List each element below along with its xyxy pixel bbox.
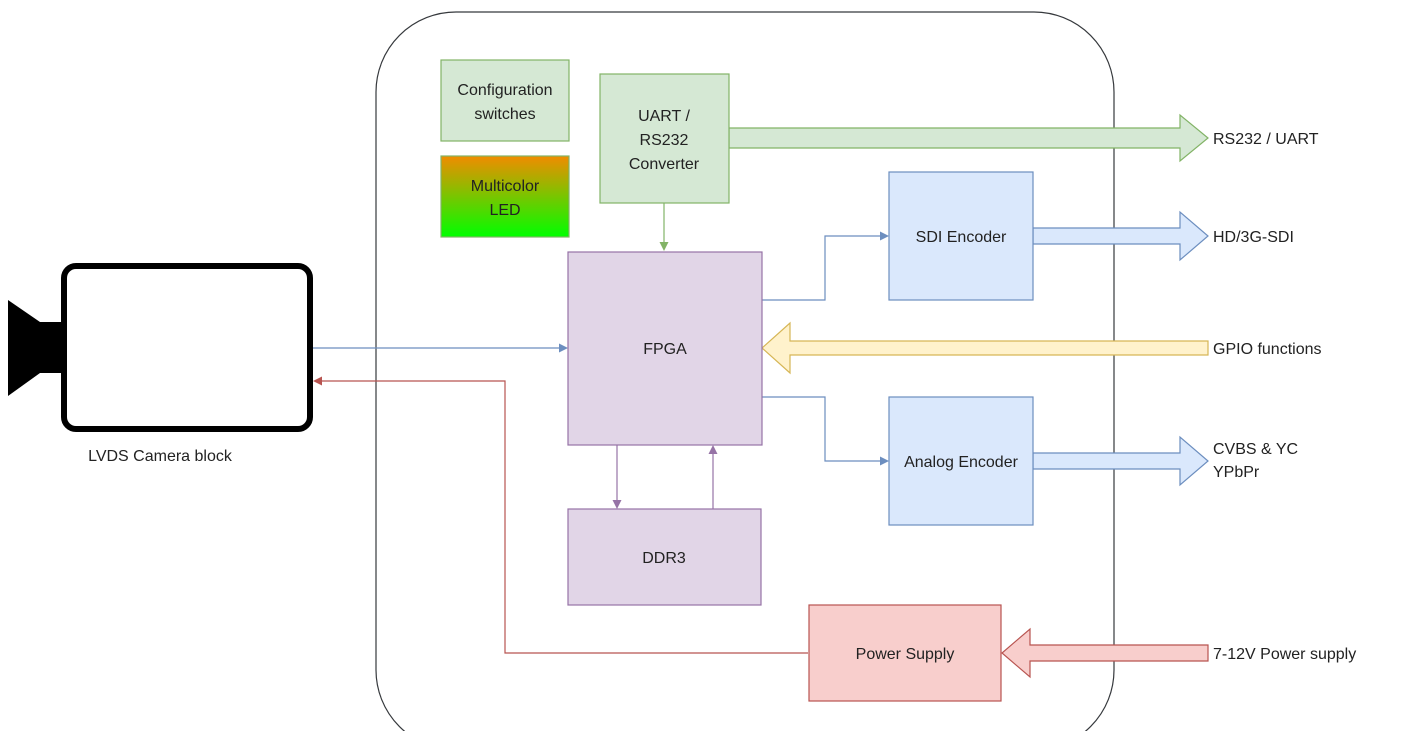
- config-switches-label-line1: Configuration: [457, 82, 552, 99]
- multicolor-led-label-line1: Multicolor: [471, 178, 540, 195]
- camera-to-fpga-arrowhead: [559, 343, 568, 353]
- config-switches-block: [440, 59, 570, 142]
- multicolor-led-label-line2: LED: [489, 202, 520, 219]
- sdi-encoder-block: [888, 171, 1034, 301]
- multicolor-led-block: [440, 155, 570, 238]
- power-supply-block: [808, 604, 1002, 702]
- ddr3-down-arrowhead: [612, 500, 622, 509]
- sdi-output-arrow: [1032, 210, 1209, 262]
- power-supply-label: Power Supply: [856, 646, 955, 663]
- power-to-camera-link: [322, 380, 808, 654]
- camera-caption: LVDS Camera block: [88, 448, 233, 465]
- rs232-output-label: RS232 / UART: [1213, 131, 1319, 148]
- sdi-arrowhead: [880, 231, 889, 241]
- ddr3-block: [567, 508, 762, 606]
- analog-encoder-block: [888, 396, 1034, 526]
- uart-converter-label-line1: UART /: [638, 108, 690, 125]
- camera-icon: [8, 263, 313, 432]
- fpga-label: FPGA: [643, 341, 687, 358]
- power-input-arrow: [1001, 627, 1209, 679]
- cvbs-output-label-line2: YPbPr: [1213, 464, 1260, 481]
- fpga-block: [567, 251, 763, 446]
- uart-to-fpga-arrowhead: [659, 242, 669, 251]
- power-input-label: 7-12V Power supply: [1213, 646, 1356, 663]
- cvbs-output-label-line1: CVBS & YC: [1213, 441, 1298, 458]
- config-switches-label-line2: switches: [474, 106, 535, 123]
- sdi-encoder-label: SDI Encoder: [916, 229, 1007, 246]
- ddr3-up-arrowhead: [708, 445, 718, 454]
- uart-converter-label-line2: RS232: [640, 132, 689, 149]
- uart-converter-label-line3: Converter: [629, 156, 700, 173]
- analog-arrowhead: [880, 456, 889, 466]
- fpga-to-analog-link: [762, 396, 880, 462]
- analog-output-arrow: [1032, 435, 1209, 487]
- analog-encoder-label: Analog Encoder: [904, 454, 1019, 471]
- gpio-label: GPIO functions: [1213, 341, 1322, 358]
- ddr3-label: DDR3: [642, 550, 686, 567]
- rs232-output-arrow: [728, 113, 1209, 163]
- sdi-output-label: HD/3G-SDI: [1213, 229, 1294, 246]
- fpga-to-sdi-link: [762, 235, 880, 301]
- power-to-camera-arrowhead: [313, 376, 322, 386]
- gpio-input-arrow: [761, 321, 1209, 375]
- uart-converter-block: [599, 73, 730, 204]
